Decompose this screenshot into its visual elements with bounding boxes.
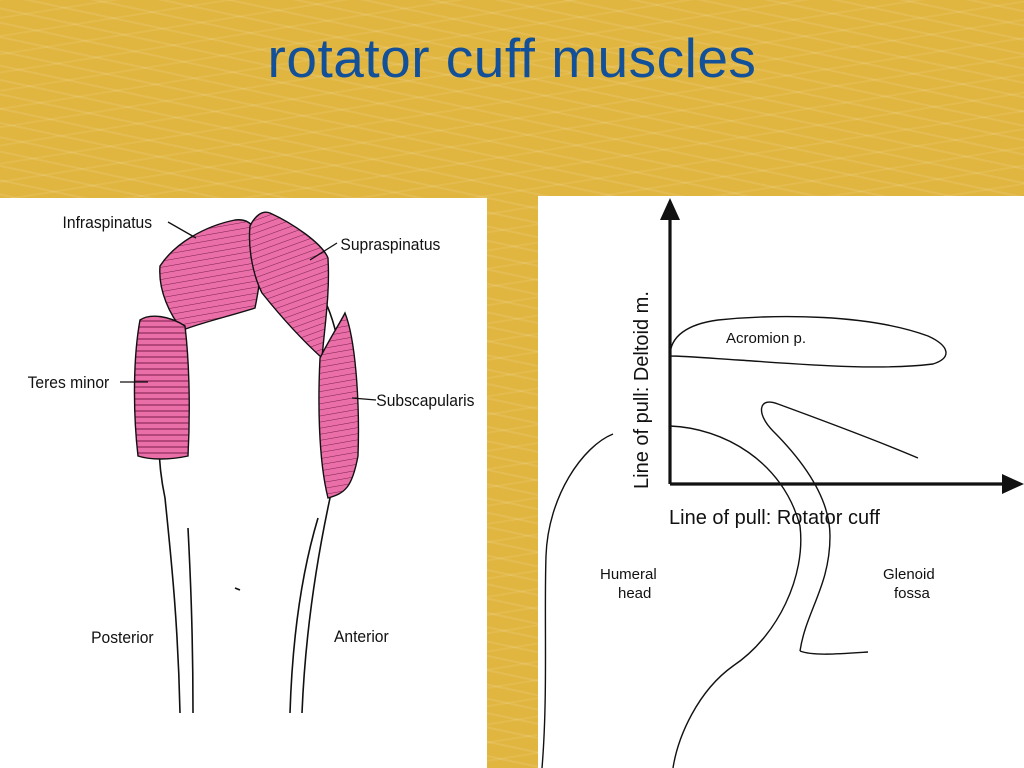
label-posterior: Posterior	[91, 628, 154, 647]
label-humeral-line2: head	[618, 585, 651, 602]
humeral-head-inner-outline	[669, 425, 802, 768]
label-anterior: Anterior	[334, 627, 389, 646]
y-axis-label: Line of pull: Deltoid m.	[631, 291, 653, 489]
x-axis-arrow	[1002, 474, 1024, 494]
y-axis-arrow	[660, 198, 680, 220]
label-glenoid-line2: fossa	[894, 585, 931, 602]
anatomy-outlines	[541, 315, 947, 768]
x-axis-label: Line of pull: Rotator cuff	[669, 507, 880, 529]
force-axes	[668, 212, 1012, 486]
humeral-head-outline	[541, 433, 614, 768]
supraspinatus-muscle	[248, 211, 330, 360]
label-infraspinatus: Infraspinatus	[63, 213, 153, 232]
label-teres-minor: Teres minor	[28, 373, 110, 392]
scapula-neck-outline	[799, 650, 869, 655]
label-glenoid-line1: Glenoid	[883, 566, 935, 583]
label-humeral-line1: Humeral	[600, 566, 657, 583]
infraspinatus-muscle	[159, 219, 262, 331]
rotator-cuff-illustration: Infraspinatus Supraspinatus Teres minor …	[0, 198, 487, 768]
label-supraspinatus: Supraspinatus	[340, 235, 440, 254]
glenoid-outline	[760, 401, 919, 652]
teres-minor-muscle	[133, 315, 190, 460]
slide-title: rotator cuff muscles	[267, 27, 757, 89]
lines-of-pull-diagram: Line of pull: Rotator cuff Line of pull:…	[538, 196, 1024, 768]
label-acromion: Acromion p.	[726, 330, 806, 347]
subscapularis-muscle	[318, 311, 360, 499]
label-subscapularis: Subscapularis	[376, 391, 474, 410]
leader-lines	[120, 221, 377, 401]
shoulder-force-drawing: Line of pull: Rotator cuff Line of pull:…	[541, 198, 1024, 768]
humerus-drawing: Infraspinatus Supraspinatus Teres minor …	[28, 211, 474, 714]
acromion-outline	[669, 315, 947, 368]
